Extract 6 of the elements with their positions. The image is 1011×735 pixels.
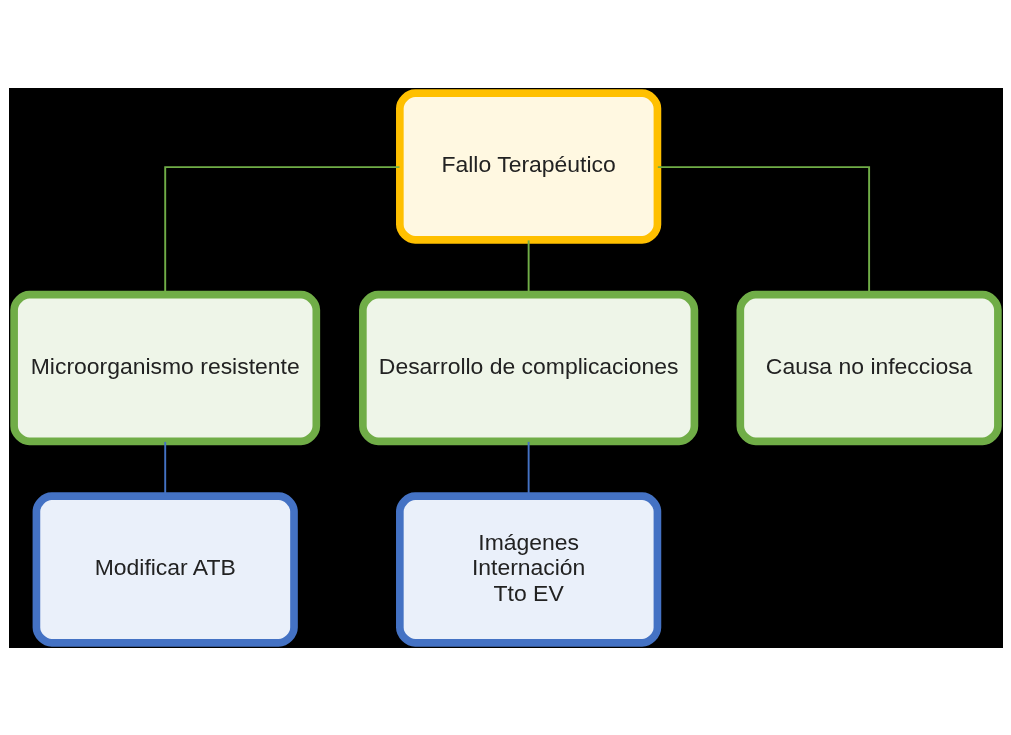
node-box: Modificar ATB — [32, 491, 298, 647]
node-box: Imágenes Internación Tto EV — [395, 491, 661, 647]
node-box: Microorganismo resistente — [9, 290, 320, 445]
node-box: Desarrollo de complicaciones — [358, 290, 698, 445]
node-box: Fallo Terapéutico — [395, 88, 661, 244]
node-box: Causa no infecciosa — [736, 290, 1002, 445]
